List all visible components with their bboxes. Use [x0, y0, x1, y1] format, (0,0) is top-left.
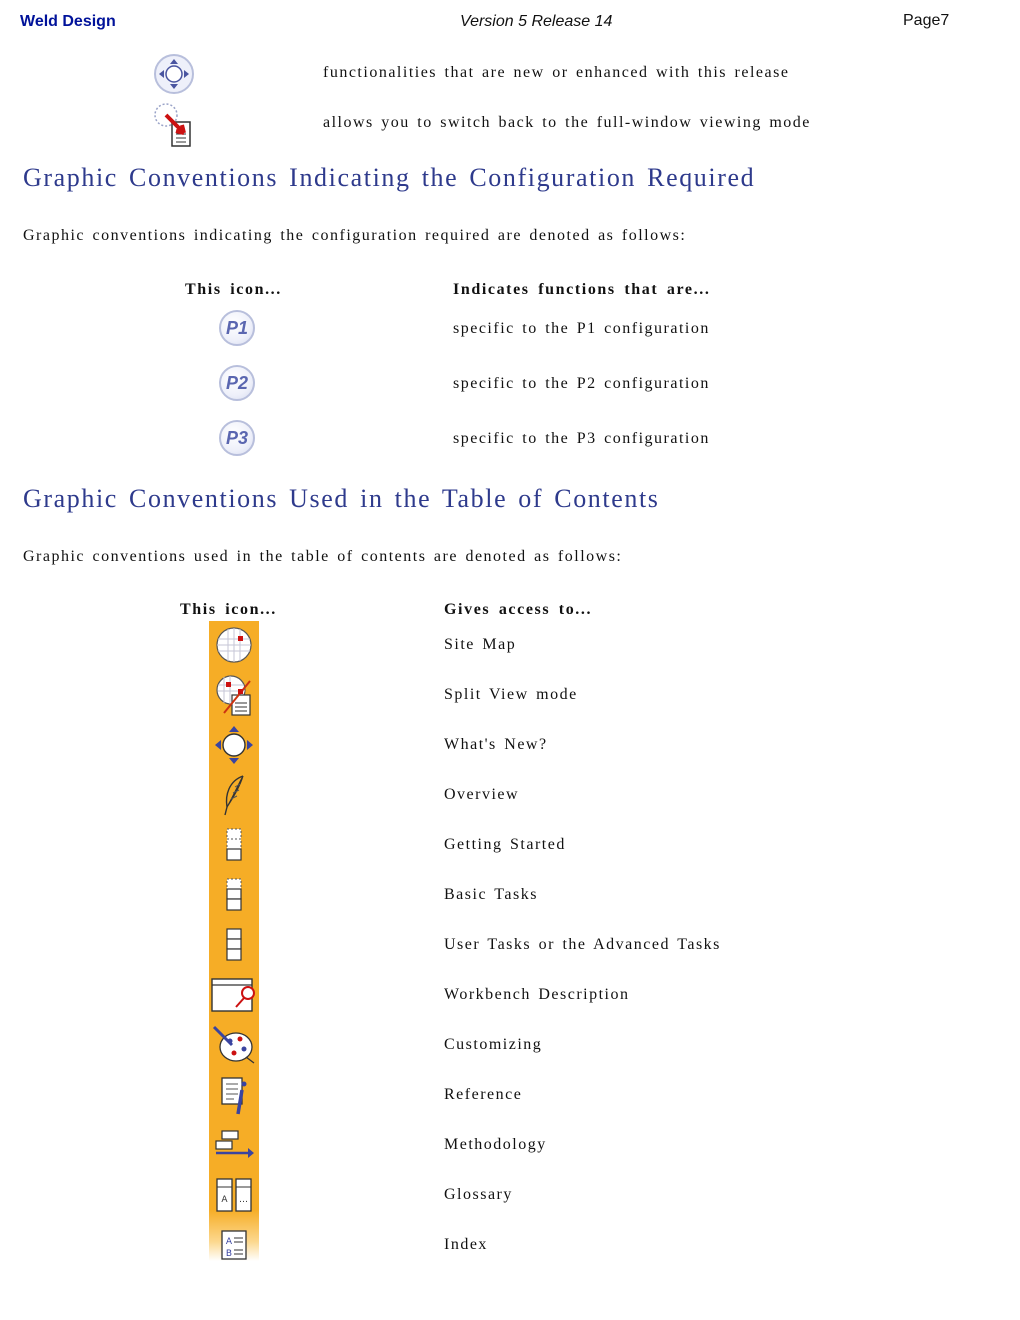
svg-text:B: B [226, 1249, 232, 1259]
overview-quill-icon [209, 772, 259, 818]
toc-entry: Overview [444, 786, 520, 803]
toc-entry: Customizing [444, 1036, 543, 1053]
page-indicator: Page7 [903, 12, 949, 30]
configuration-intro: Graphic conventions indicating the confi… [23, 227, 687, 244]
methodology-icon [209, 1122, 259, 1168]
toc-entry: Workbench Description [444, 986, 630, 1003]
section-heading-configuration: Graphic Conventions Indicating the Confi… [23, 163, 756, 192]
toc-entry: User Tasks or the Advanced Tasks [444, 936, 721, 953]
workbench-description-icon [209, 972, 259, 1018]
intro-text-full-window: allows you to switch back to the full-wi… [323, 114, 811, 131]
basic-tasks-icon [209, 872, 259, 918]
version-label: Version 5 Release 14 [460, 13, 613, 30]
toc-entry: Site Map [444, 636, 517, 653]
config-col-functions-header: Indicates functions that are... [453, 281, 711, 298]
config-col-icon-header: This icon... [185, 281, 282, 298]
page-number: 7 [940, 12, 950, 29]
toc-entry: Index [444, 1236, 488, 1253]
p2-badge-icon: P2 [219, 365, 255, 401]
toc-intro: Graphic conventions used in the table of… [23, 548, 623, 565]
site-map-icon [209, 622, 259, 668]
full-window-icon [152, 102, 196, 153]
toc-entry: Split View mode [444, 686, 578, 703]
page-label: Page [903, 12, 941, 29]
toc-entry: Glossary [444, 1186, 513, 1203]
svg-text:A: A [221, 1195, 228, 1205]
config-row-text: specific to the P2 configuration [453, 375, 710, 392]
glossary-icon: A … [209, 1172, 259, 1218]
index-icon: A B [209, 1222, 259, 1268]
p3-badge-icon: P3 [219, 420, 255, 456]
toc-col-access-header: Gives access to... [444, 601, 593, 618]
toc-entry: Basic Tasks [444, 886, 538, 903]
split-view-icon [209, 672, 259, 718]
toc-entry: Methodology [444, 1136, 547, 1153]
advanced-tasks-icon [209, 922, 259, 968]
getting-started-icon [209, 822, 259, 868]
section-heading-toc: Graphic Conventions Used in the Table of… [23, 484, 660, 513]
svg-text:…: … [239, 1195, 248, 1205]
intro-text-whats-new: functionalities that are new or enhanced… [323, 64, 790, 81]
whats-new-icon [209, 722, 259, 768]
toc-col-icon-header: This icon... [180, 601, 277, 618]
svg-text:A: A [226, 1237, 233, 1247]
config-row-text: specific to the P3 configuration [453, 430, 710, 447]
toc-entry: Reference [444, 1086, 523, 1103]
config-row-text: specific to the P1 configuration [453, 320, 710, 337]
toc-entry: What's New? [444, 736, 548, 753]
whats-new-icon [152, 52, 196, 101]
p1-badge-icon: P1 [219, 310, 255, 346]
toc-entry: Getting Started [444, 836, 566, 853]
document-title: Weld Design [20, 13, 116, 30]
customizing-palette-icon [209, 1022, 259, 1068]
reference-icon [209, 1072, 259, 1118]
